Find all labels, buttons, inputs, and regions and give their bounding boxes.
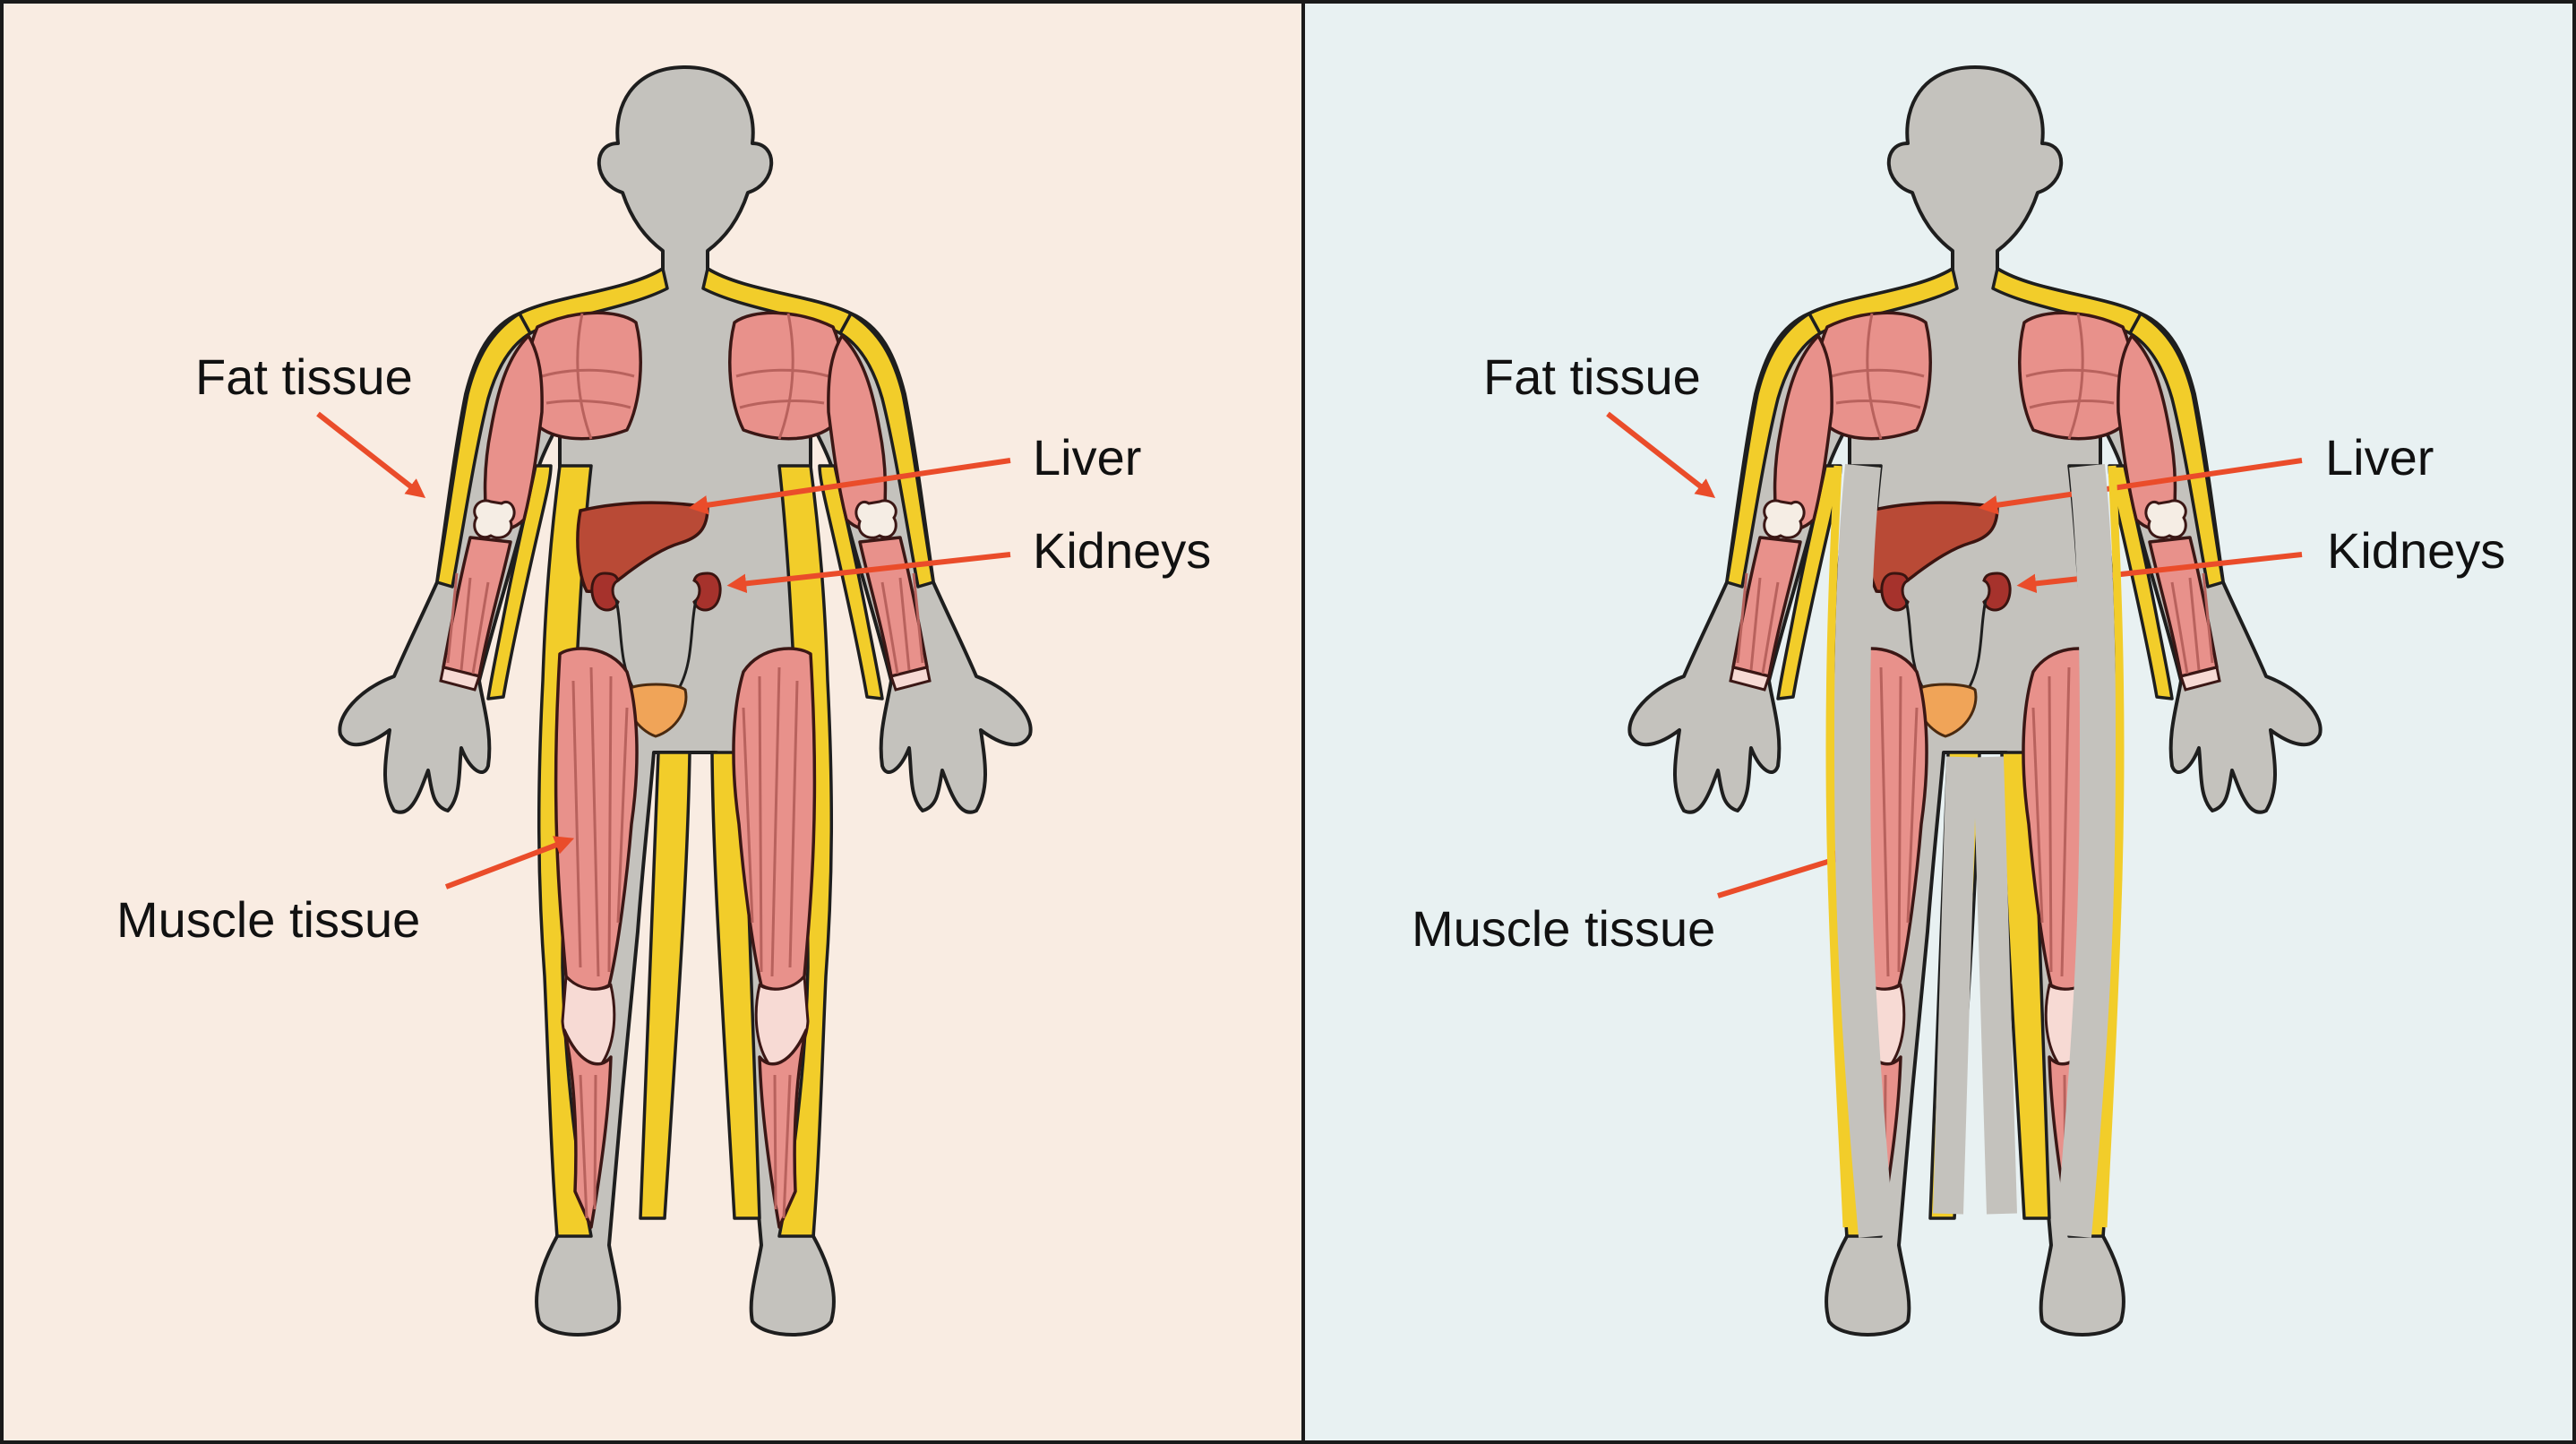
left-panel: Fat tissue Liver Kidneys Muscle tissue: [2, 2, 1303, 1442]
right-liver-label: Liver: [2325, 429, 2434, 486]
left-kidneys-label: Kidneys: [1033, 522, 1211, 579]
left-muscle-tissue-label: Muscle tissue: [116, 891, 420, 948]
right-kidneys-label: Kidneys: [2327, 522, 2505, 579]
left-fat-tissue-label: Fat tissue: [195, 348, 413, 405]
right-fat-tissue-label: Fat tissue: [1483, 348, 1701, 405]
left-liver-label: Liver: [1033, 429, 1141, 486]
right-panel: Fat tissue Liver Kidneys Muscle tissue: [1303, 2, 2574, 1442]
right-muscle-tissue-label: Muscle tissue: [1412, 900, 1715, 957]
